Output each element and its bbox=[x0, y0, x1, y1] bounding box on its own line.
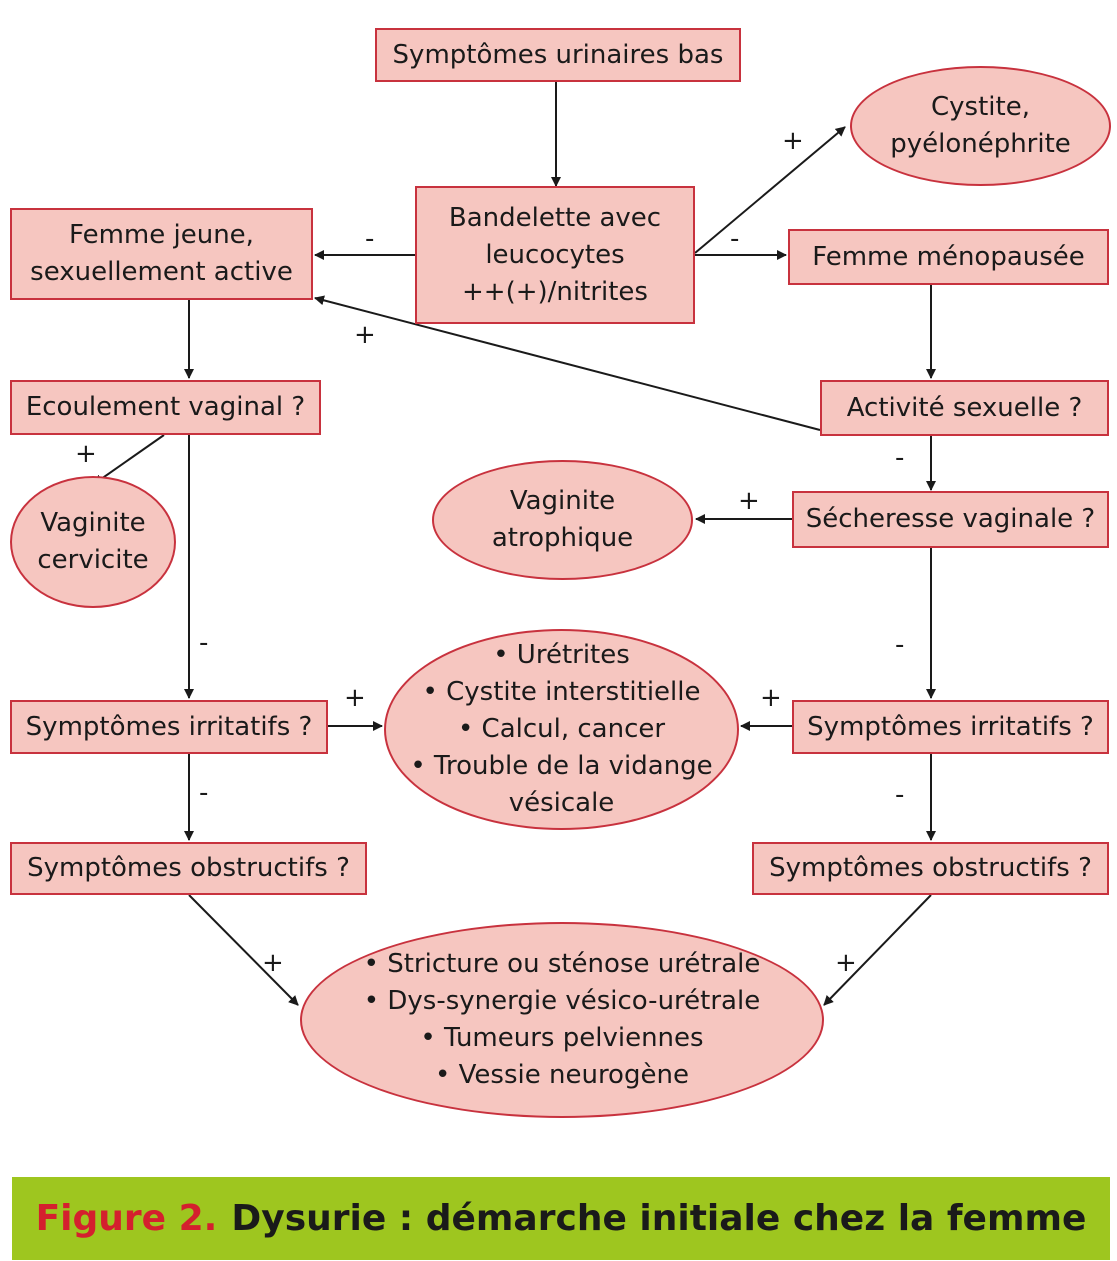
sign-minus-secheresse: - bbox=[895, 443, 905, 473]
arrow-bandelette-to-cystite bbox=[694, 126, 846, 254]
sign-plus-atrophique: + bbox=[738, 486, 760, 516]
node-vaginite-cervicite-line-1: Vaginite bbox=[40, 508, 146, 538]
node-bandelette: Bandelette avec leucocytes ++(+)/nitrite… bbox=[415, 186, 695, 324]
sign-plus-vaginite-cervicite: + bbox=[75, 439, 97, 469]
node-secheresse-vaginale: Sécheresse vaginale ? bbox=[792, 491, 1109, 548]
node-irritatifs-right: Symptômes irritatifs ? bbox=[792, 700, 1109, 754]
obstructive-cause-4: • Vessie neurogène bbox=[435, 1060, 689, 1090]
node-irritatifs-right-label: Symptômes irritatifs ? bbox=[807, 711, 1094, 742]
figure-caption: Figure 2. Dysurie : démarche initiale ch… bbox=[12, 1177, 1110, 1260]
obstructive-cause-3: • Tumeurs pelviennes bbox=[420, 1023, 704, 1053]
node-obstructive-causes: • Stricture ou sténose urétrale • Dys-sy… bbox=[300, 922, 824, 1118]
figure-number: Figure 2. bbox=[35, 1198, 218, 1239]
node-ecoulement-vaginal: Ecoulement vaginal ? bbox=[10, 380, 321, 435]
irritative-cause-1: • Urétrites bbox=[493, 640, 630, 670]
node-activite-sexuelle: Activité sexuelle ? bbox=[820, 380, 1109, 436]
node-obstructifs-left-label: Symptômes obstructifs ? bbox=[27, 853, 350, 883]
sign-minus-left-obstructifs: - bbox=[199, 778, 209, 808]
node-femme-menopausee: Femme ménopausée bbox=[788, 229, 1109, 285]
node-vaginite-atrophique-line-2: atrophique bbox=[491, 523, 634, 553]
node-vaginite-atrophique: Vaginite atrophique bbox=[432, 460, 693, 580]
node-vaginite-cervicite-line-2: cervicite bbox=[37, 545, 149, 575]
node-symptomes-urinaires-label: Symptômes urinaires bas bbox=[392, 39, 724, 70]
obstructive-cause-1: • Stricture ou sténose urétrale bbox=[363, 949, 761, 979]
arrow-activite-to-femme-jeune bbox=[314, 295, 821, 431]
node-bandelette-line-3: ++(+)/nitrites bbox=[462, 276, 648, 307]
node-femme-menopausee-label: Femme ménopausée bbox=[812, 241, 1085, 272]
sign-minus-right-obstructifs: - bbox=[895, 780, 905, 810]
figure-title: Dysurie : démarche initiale chez la femm… bbox=[231, 1198, 1087, 1239]
node-secheresse-vaginale-label: Sécheresse vaginale ? bbox=[805, 504, 1096, 534]
node-irritatifs-left: Symptômes irritatifs ? bbox=[10, 700, 328, 754]
node-femme-jeune: Femme jeune, sexuellement active bbox=[10, 208, 313, 300]
sign-minus-menopausee: - bbox=[730, 224, 740, 254]
node-cystite-line-2: pyélonéphrite bbox=[890, 129, 1071, 159]
arrow-obstructifs-right-to-causes bbox=[823, 894, 932, 1006]
sign-plus-irritatifs-right: + bbox=[760, 683, 782, 713]
node-irritatifs-left-label: Symptômes irritatifs ? bbox=[25, 711, 313, 742]
node-obstructifs-right: Symptômes obstructifs ? bbox=[752, 842, 1109, 895]
sign-minus-femme-jeune: - bbox=[365, 224, 375, 254]
irritative-cause-3: • Calcul, cancer bbox=[457, 714, 666, 744]
obstructive-cause-2: • Dys-synergie vésico-urétrale bbox=[363, 986, 761, 1016]
node-vaginite-cervicite: Vaginite cervicite bbox=[10, 476, 176, 608]
sign-plus-obstructifs-right: + bbox=[835, 948, 857, 978]
node-cystite: Cystite, pyélonéphrite bbox=[850, 66, 1111, 186]
node-femme-jeune-line-1: Femme jeune, bbox=[69, 220, 254, 250]
node-obstructifs-right-label: Symptômes obstructifs ? bbox=[769, 853, 1092, 883]
node-activite-sexuelle-label: Activité sexuelle ? bbox=[846, 392, 1083, 423]
sign-plus-cystite: + bbox=[782, 126, 804, 156]
irritative-cause-4: • Trouble de la vidange bbox=[410, 751, 713, 781]
node-symptomes-urinaires: Symptômes urinaires bas bbox=[375, 28, 741, 82]
sign-minus-right-irritatifs: - bbox=[895, 630, 905, 660]
sign-plus-obstructifs-left: + bbox=[262, 948, 284, 978]
sign-minus-left-irritatifs: - bbox=[199, 628, 209, 658]
node-bandelette-line-2: leucocytes bbox=[485, 239, 625, 270]
sign-plus-irritatifs-left: + bbox=[344, 683, 366, 713]
arrow-ecoulement-to-vaginite bbox=[93, 434, 165, 485]
node-obstructifs-left: Symptômes obstructifs ? bbox=[10, 842, 367, 895]
node-ecoulement-vaginal-label: Ecoulement vaginal ? bbox=[25, 392, 306, 422]
sign-plus-activite-to-jeune: + bbox=[354, 320, 376, 350]
irritative-cause-2: • Cystite interstitielle bbox=[422, 677, 701, 707]
node-irritative-causes: • Urétrites • Cystite interstitielle • C… bbox=[384, 629, 739, 830]
node-cystite-line-1: Cystite, bbox=[931, 92, 1030, 122]
arrow-obstructifs-left-to-causes bbox=[188, 894, 299, 1006]
node-vaginite-atrophique-line-1: Vaginite bbox=[509, 486, 616, 516]
irritative-cause-5: vésicale bbox=[508, 788, 615, 818]
node-bandelette-line-1: Bandelette avec bbox=[448, 202, 662, 233]
node-femme-jeune-line-2: sexuellement active bbox=[30, 257, 293, 287]
